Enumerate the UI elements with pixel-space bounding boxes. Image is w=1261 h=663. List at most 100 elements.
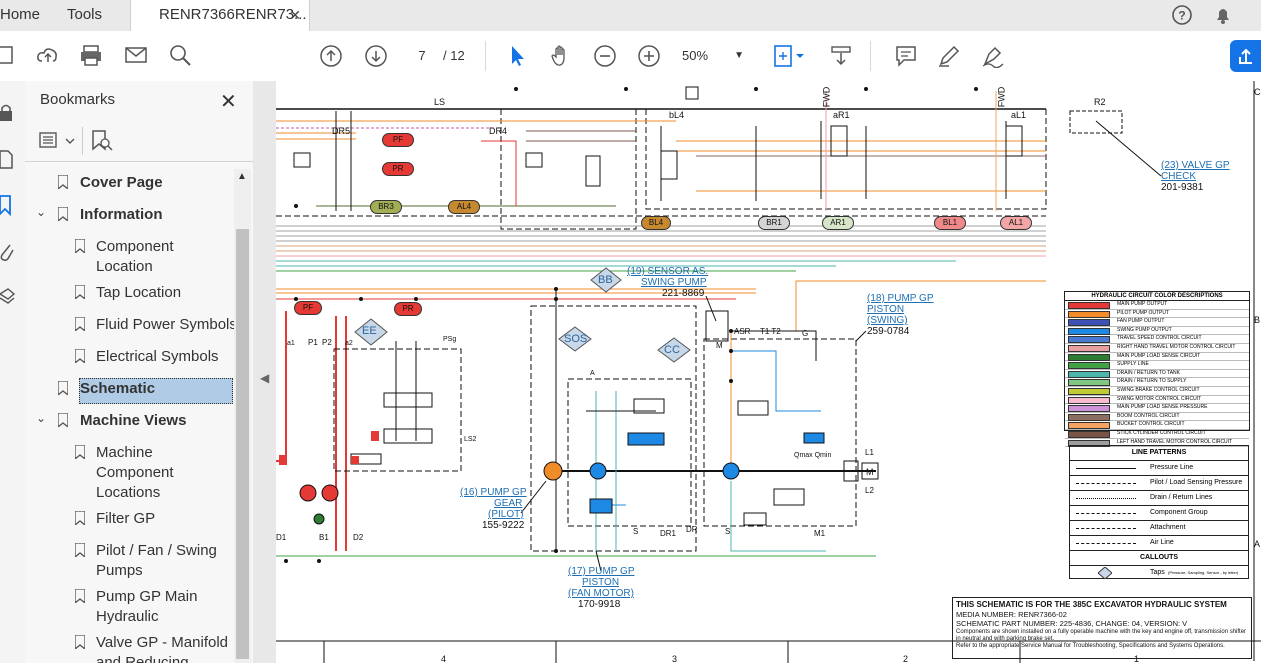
- find-bookmark-icon[interactable]: [91, 129, 113, 153]
- callout-17-sub1[interactable]: PISTON: [582, 577, 620, 588]
- bookmark-machine-component-locations[interactable]: Machine Component Locations: [96, 444, 174, 501]
- previous-page-icon[interactable]: [319, 44, 343, 68]
- comment-icon[interactable]: [894, 44, 918, 68]
- bookmarks-panel: Bookmarks ✕ Cover Page ⌄ Information Com…: [25, 81, 254, 663]
- bookmark-fluid-power-symbols[interactable]: Fluid Power Symbols: [96, 316, 237, 333]
- bookmarks-scrollbar[interactable]: ▲: [234, 169, 251, 663]
- label-dr1: DR1: [660, 529, 677, 538]
- bookmark-valve-gp-manifold[interactable]: Valve GP - Manifold and Reducing: [96, 634, 229, 663]
- print-icon[interactable]: [79, 44, 103, 66]
- bookmark-tap-location[interactable]: Tap Location: [96, 284, 182, 301]
- legend-label: FAN PUMP OUTPUT: [1117, 318, 1165, 325]
- bookmark-flag-icon: [58, 207, 68, 221]
- layers-icon[interactable]: [0, 286, 16, 308]
- pattern-label: Pressure Line: [1150, 464, 1194, 471]
- line-patterns-title: LINE PATTERNS: [1070, 446, 1248, 461]
- bookmark-pump-gp-main-hydraulic[interactable]: Pump GP Main Hydraulic: [96, 588, 198, 625]
- legend-label: SUPPLY LINE: [1117, 361, 1149, 368]
- page-thumbnails-icon[interactable]: [0, 148, 16, 170]
- bookmark-panel-icon[interactable]: [0, 194, 16, 216]
- callout-16-sub2[interactable]: (PILOT): [488, 509, 524, 520]
- legend-title: HYDRAULIC CIRCUIT COLOR DESCRIPTIONS: [1065, 292, 1249, 301]
- callout-16-title[interactable]: (16) PUMP GP: [460, 487, 527, 498]
- page-fit-icon[interactable]: [772, 44, 806, 68]
- callout-19-title[interactable]: (19) SENSOR AS.: [627, 266, 709, 277]
- callout-18-sub2[interactable]: (SWING): [867, 315, 908, 326]
- attachment-icon[interactable]: [0, 241, 16, 263]
- legend-label: TRAVEL SPEED CONTROL CIRCUIT: [1117, 335, 1202, 342]
- tab-document[interactable]: RENR7366RENR73... ✕: [130, 0, 310, 32]
- panel-splitter[interactable]: ◀: [253, 81, 276, 663]
- close-tab-icon[interactable]: ✕: [289, 7, 301, 23]
- legend-swatch: [1068, 413, 1110, 421]
- line-patterns-table: LINE PATTERNS Pressure Line Pilot / Load…: [1069, 445, 1249, 579]
- document-view[interactable]: PF PR BR3 AL4 BL4 BR1 AR1 BL1 AL1 PF PR …: [276, 81, 1261, 663]
- scroll-up-icon[interactable]: ▲: [237, 171, 247, 182]
- bookmark-information[interactable]: Information: [80, 206, 163, 223]
- pattern-label: Air Line: [1150, 539, 1174, 546]
- highlight-pen-icon[interactable]: [937, 44, 961, 68]
- legend-swatch: [1068, 379, 1110, 387]
- tab-tools[interactable]: Tools: [67, 6, 103, 23]
- tab-home[interactable]: Home: [0, 6, 41, 23]
- collapse-chevron-icon[interactable]: ⌄: [36, 411, 47, 425]
- callout-23-sub[interactable]: CHECK: [1161, 171, 1197, 182]
- callout-23-title[interactable]: (23) VALVE GP: [1161, 160, 1230, 171]
- bookmark-cover-page[interactable]: Cover Page: [80, 174, 163, 191]
- select-pointer-icon[interactable]: [507, 44, 527, 68]
- label-ls: LS: [434, 97, 446, 107]
- legend-row: FAN PUMP OUTPUT: [1065, 318, 1249, 327]
- legend-label: STICK CYLINDER CONTROL CIRCUIT: [1117, 429, 1206, 436]
- zoom-in-icon[interactable]: [637, 44, 661, 68]
- edge-marker-a: A: [1254, 539, 1261, 549]
- help-icon[interactable]: ?: [1171, 4, 1193, 26]
- zoom-out-icon[interactable]: [593, 44, 617, 68]
- bookmark-component-location[interactable]: Component Location: [96, 238, 174, 275]
- label-r2: R2: [1094, 97, 1106, 107]
- save-icon[interactable]: [0, 44, 16, 66]
- share-button[interactable]: [1230, 40, 1261, 72]
- zoom-level-select[interactable]: 50% ▼: [682, 45, 748, 67]
- tap-ee-icon: [354, 318, 388, 346]
- bookmark-flag-icon: [75, 445, 85, 459]
- legend-swatch: [1068, 302, 1110, 309]
- callout-17-title[interactable]: (17) PUMP GP: [568, 566, 635, 577]
- search-icon[interactable]: [169, 44, 193, 66]
- zoom-level-value: 50%: [682, 48, 709, 63]
- bookmark-flag-icon: [75, 589, 85, 603]
- label-l2: L2: [865, 486, 874, 495]
- callout-17-sub2[interactable]: (FAN MOTOR): [568, 588, 634, 599]
- pill-pf-lower: PF: [294, 301, 322, 315]
- bookmarks-title: Bookmarks: [40, 91, 116, 108]
- collapse-panel-icon[interactable]: ◀: [260, 371, 270, 385]
- legend-row: SUPPLY LINE: [1065, 361, 1249, 370]
- page-number-input[interactable]: 7: [418, 48, 426, 63]
- bookmark-pilot-fan-swing-pumps[interactable]: Pilot / Fan / Swing Pumps: [96, 542, 217, 579]
- close-panel-icon[interactable]: ✕: [220, 91, 237, 113]
- note-line: Refer to the appropriate Service Manual …: [956, 642, 1225, 649]
- label-m1: M1: [814, 529, 826, 538]
- callout-16-sub1[interactable]: GEAR: [494, 498, 523, 509]
- callout-18-title[interactable]: (18) PUMP GP: [867, 293, 934, 304]
- upload-cloud-icon[interactable]: [36, 44, 60, 66]
- notification-bell-icon[interactable]: [1212, 4, 1234, 26]
- collapse-chevron-icon[interactable]: ⌄: [36, 205, 47, 219]
- scroll-mode-icon[interactable]: [829, 44, 853, 68]
- next-page-icon[interactable]: [364, 44, 388, 68]
- lock-icon[interactable]: [0, 103, 16, 123]
- email-icon[interactable]: [124, 44, 148, 66]
- hand-tool-icon[interactable]: [549, 44, 573, 68]
- sign-icon[interactable]: [981, 44, 1005, 68]
- tap-cc-label: CC: [664, 344, 680, 356]
- bookmark-filter-gp[interactable]: Filter GP: [96, 510, 156, 527]
- bookmark-schematic[interactable]: Schematic: [80, 380, 156, 397]
- ruler-number: 1: [1134, 654, 1140, 663]
- bookmark-electrical-symbols[interactable]: Electrical Symbols: [96, 348, 219, 365]
- label-ls2: LS2: [464, 436, 477, 443]
- scrollbar-thumb[interactable]: [236, 229, 249, 659]
- callout-18-sub1[interactable]: PISTON: [867, 304, 905, 315]
- bookmark-machine-views[interactable]: Machine Views: [80, 412, 187, 429]
- label-b1: B1: [319, 533, 329, 542]
- callout-19-sub[interactable]: SWING PUMP: [641, 277, 707, 288]
- bookmark-options-icon[interactable]: [39, 131, 77, 151]
